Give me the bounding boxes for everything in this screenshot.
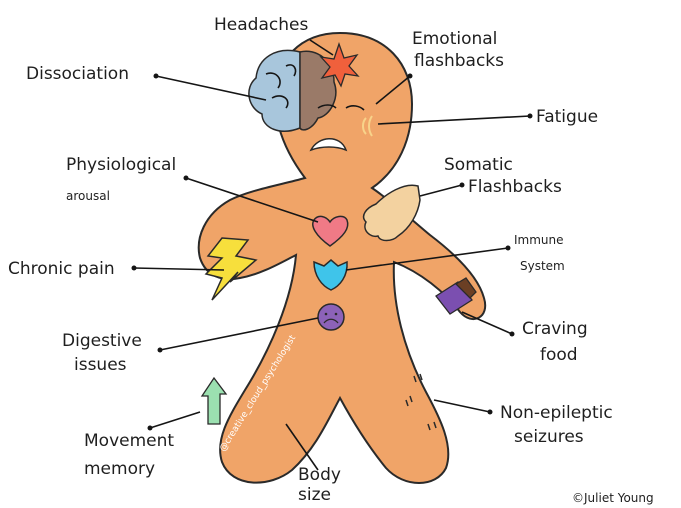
- label-issues: issues: [74, 355, 127, 375]
- label-digestive: Digestive: [62, 331, 142, 351]
- label-seizures: seizures: [514, 427, 584, 447]
- label-body: Body: [298, 465, 341, 485]
- label-emotional-line1: Emotional: [412, 29, 497, 49]
- label-fatigue: Fatigue: [536, 107, 598, 127]
- label-craving: Craving: [522, 319, 588, 339]
- label-flashbacks: Flashbacks: [468, 177, 562, 197]
- label-food: food: [540, 345, 578, 365]
- label-dissociation: Dissociation: [26, 64, 129, 84]
- label-movement: Movement: [84, 431, 174, 451]
- label-chronic-pain: Chronic pain: [8, 259, 115, 279]
- label-size: size: [298, 485, 331, 505]
- copyright-text: ©Juliet Young: [572, 491, 654, 505]
- stomach-icon: [318, 304, 344, 330]
- label-physiological: Physiological: [66, 155, 176, 175]
- label-headaches: Headaches: [214, 15, 308, 35]
- label-non-epileptic: Non-epileptic: [500, 403, 613, 423]
- arrow-up-icon: [202, 378, 226, 424]
- label-memory: memory: [84, 459, 155, 479]
- label-arousal: arousal: [66, 189, 110, 203]
- label-immune: Immune: [514, 233, 564, 247]
- label-emotional-line2: flashbacks: [414, 51, 504, 71]
- label-system: System: [520, 259, 565, 273]
- label-somatic: Somatic: [444, 155, 513, 175]
